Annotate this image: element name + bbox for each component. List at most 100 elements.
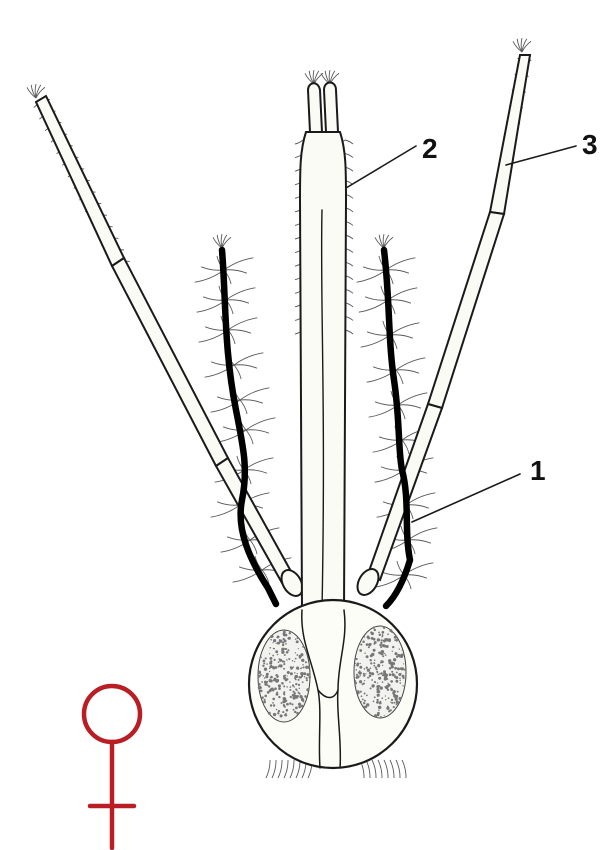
eye-facet xyxy=(277,712,279,714)
eye-facet xyxy=(269,679,272,682)
eye-facet xyxy=(364,693,366,695)
bristle-hair xyxy=(386,258,415,270)
bristle-hair xyxy=(366,760,370,778)
eye-facet xyxy=(304,676,305,677)
eye-facet xyxy=(392,646,394,648)
eye-facet xyxy=(278,696,280,698)
eye-facet xyxy=(274,687,277,690)
eye-facet xyxy=(284,654,286,656)
bristle-hair xyxy=(396,370,419,373)
bristle-hair xyxy=(361,335,390,347)
eye-facet xyxy=(363,673,365,675)
bristle-hair xyxy=(272,760,276,778)
eye-facet xyxy=(366,695,368,697)
eye-facet xyxy=(284,698,286,700)
eye-facet xyxy=(382,644,385,647)
eye-facet xyxy=(360,650,362,652)
eye-facet xyxy=(394,667,397,670)
eye-facet xyxy=(363,702,365,704)
bristle-hair xyxy=(226,288,255,300)
eye-facet xyxy=(289,689,291,691)
eye-facet xyxy=(378,706,380,708)
eye-facet xyxy=(297,637,299,639)
eye-facet xyxy=(362,640,365,643)
eye-facet xyxy=(376,699,378,701)
eye-facet xyxy=(278,710,280,712)
eye-facet xyxy=(374,696,376,698)
eye-facet xyxy=(392,673,395,676)
eye-facet xyxy=(399,678,401,680)
eye-facet xyxy=(378,632,380,634)
eye-facet xyxy=(304,673,306,675)
eye-facet xyxy=(276,632,277,633)
eye-facet xyxy=(289,681,291,683)
eye-facet xyxy=(281,702,283,704)
eye-facet xyxy=(371,653,374,656)
eye-facet xyxy=(356,669,358,671)
eye-facet xyxy=(370,631,373,634)
eye-facet xyxy=(366,643,369,646)
eye-facet xyxy=(381,697,383,699)
eye-facet xyxy=(400,655,403,658)
eye-facet xyxy=(288,637,291,640)
bristle-hair xyxy=(246,430,253,444)
eye-facet xyxy=(273,713,276,716)
eye-facet xyxy=(269,671,270,672)
eye-facet xyxy=(356,674,358,676)
eye-facet xyxy=(300,676,302,678)
eye-facet xyxy=(306,673,309,676)
callout-3: 3 xyxy=(506,129,598,165)
eye-facet xyxy=(385,654,387,656)
eye-facet xyxy=(294,692,296,694)
eye-facet xyxy=(398,697,401,700)
eye-facet xyxy=(295,652,296,653)
eye-facet xyxy=(377,672,379,674)
bristle-hair xyxy=(388,288,417,300)
eye-facet xyxy=(286,659,287,660)
eye-facet xyxy=(389,667,391,669)
eye-facet xyxy=(298,648,299,649)
eye-facet xyxy=(380,646,382,648)
eye-facet xyxy=(264,681,267,684)
eye-facet xyxy=(276,709,277,710)
eye-facet xyxy=(391,671,393,673)
eye-facet xyxy=(262,665,264,667)
bristle-hair xyxy=(266,760,270,778)
eye-facet xyxy=(382,655,384,657)
eye-facet xyxy=(392,662,395,665)
eye-facet xyxy=(289,632,291,634)
eye-facet xyxy=(373,665,375,667)
eye-facet xyxy=(371,672,374,675)
eye-facet xyxy=(368,677,369,678)
eye-facet xyxy=(277,677,278,678)
eye-facet xyxy=(272,698,275,701)
eye-facet xyxy=(266,675,268,677)
bristle-hair xyxy=(246,418,275,430)
eye-facet xyxy=(268,685,270,687)
eye-facet xyxy=(402,650,403,651)
eye-facet xyxy=(397,667,400,670)
eye-facet xyxy=(373,638,376,641)
eye-facet xyxy=(286,675,287,676)
eye-facet xyxy=(360,644,362,646)
bristle-hair xyxy=(228,330,251,333)
eye-facet xyxy=(367,636,370,639)
eye-facet xyxy=(260,674,262,676)
eye-facet xyxy=(394,652,397,655)
eye-facet xyxy=(288,658,290,660)
eye-facet xyxy=(390,709,392,711)
eye-facet xyxy=(400,673,402,675)
eye-facet xyxy=(261,681,263,683)
eye-facet xyxy=(260,690,263,693)
eye-facet xyxy=(290,672,293,675)
eye-facet xyxy=(272,655,274,657)
eye-facet xyxy=(402,685,403,686)
bristle-hair xyxy=(396,358,425,370)
eye-facet xyxy=(370,659,372,661)
eye-facet xyxy=(290,696,292,698)
bristle-hair xyxy=(240,400,247,414)
eye-facet xyxy=(360,675,361,676)
bristle-hair xyxy=(234,365,241,379)
bristle-hair xyxy=(345,154,353,158)
eye-facet xyxy=(273,648,275,650)
